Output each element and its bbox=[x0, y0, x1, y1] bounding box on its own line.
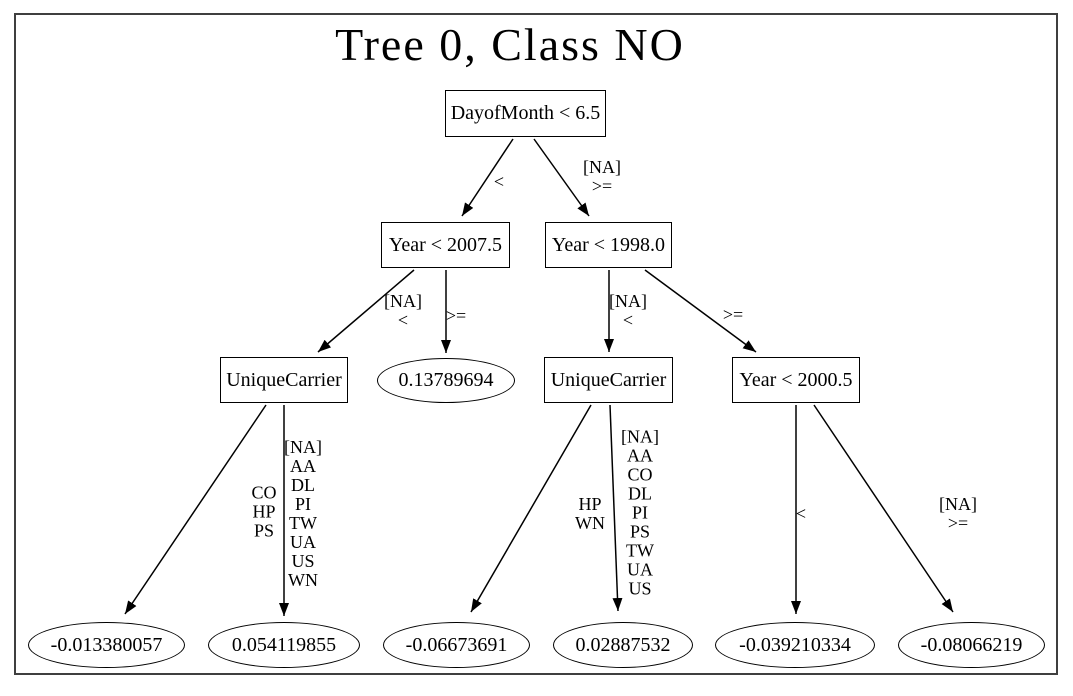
edge-label-year2007-right: >= bbox=[445, 305, 467, 326]
edge-label-year1998-right: >= bbox=[722, 304, 744, 325]
leaf-value: -0.039210334 bbox=[715, 622, 875, 668]
edge-uc-mid-to-leaf-002887532 bbox=[609, 404, 623, 612]
leaf-value: -0.06673691 bbox=[383, 622, 530, 668]
edge-label-year2000-right: [NA] >= bbox=[939, 494, 977, 533]
edge-label-carriers-left: CO HP PS bbox=[251, 482, 277, 541]
edge-label-year2007-left: [NA] < bbox=[384, 291, 422, 330]
node-uniquecarrier-left: UniqueCarrier bbox=[220, 357, 348, 403]
edge-root-to-year1998 bbox=[533, 138, 590, 217]
edge-year2007-to-uniquecarrier-left bbox=[317, 269, 415, 353]
edge-label-carriers-mid-left: HP WN bbox=[575, 494, 605, 533]
edge-label-root-left: < bbox=[493, 171, 505, 192]
leaf-value: -0.013380057 bbox=[28, 622, 185, 668]
edge-label-year2000-left: < bbox=[795, 503, 807, 524]
node-dayofmonth-split: DayofMonth < 6.5 bbox=[445, 90, 606, 137]
edge-label-root-right: [NA] >= bbox=[583, 157, 621, 196]
node-uniquecarrier-mid: UniqueCarrier bbox=[544, 357, 673, 403]
node-year-2007-split: Year < 2007.5 bbox=[381, 222, 510, 268]
edge-label-carriers-right: [NA] AA DL PI TW UA US WN bbox=[284, 437, 322, 590]
edge-year1998-to-year2000 bbox=[644, 269, 757, 353]
edge-uc-mid-to-leaf-neg006673691 bbox=[470, 404, 592, 613]
leaf-value: 0.054119855 bbox=[208, 622, 360, 668]
leaf-value: 0.02887532 bbox=[553, 622, 693, 668]
chart-title: Tree 0, Class NO bbox=[335, 19, 685, 70]
edge-root-to-year2007 bbox=[461, 138, 514, 217]
edge-label-carriers-mid-right: [NA] AA CO DL PI PS TW UA US bbox=[621, 426, 659, 599]
edge-year2000-to-leaf-neg008066219 bbox=[813, 404, 954, 613]
edge-label-year1998-left: [NA] < bbox=[609, 291, 647, 330]
edge-uc-left-to-leaf-neg0013380057 bbox=[124, 404, 267, 615]
node-year-2000-split: Year < 2000.5 bbox=[732, 357, 860, 403]
node-year-1998-split: Year < 1998.0 bbox=[545, 222, 672, 268]
leaf-value: 0.13789694 bbox=[377, 358, 515, 403]
plot-border bbox=[14, 13, 1058, 675]
leaf-value: -0.08066219 bbox=[898, 622, 1045, 668]
